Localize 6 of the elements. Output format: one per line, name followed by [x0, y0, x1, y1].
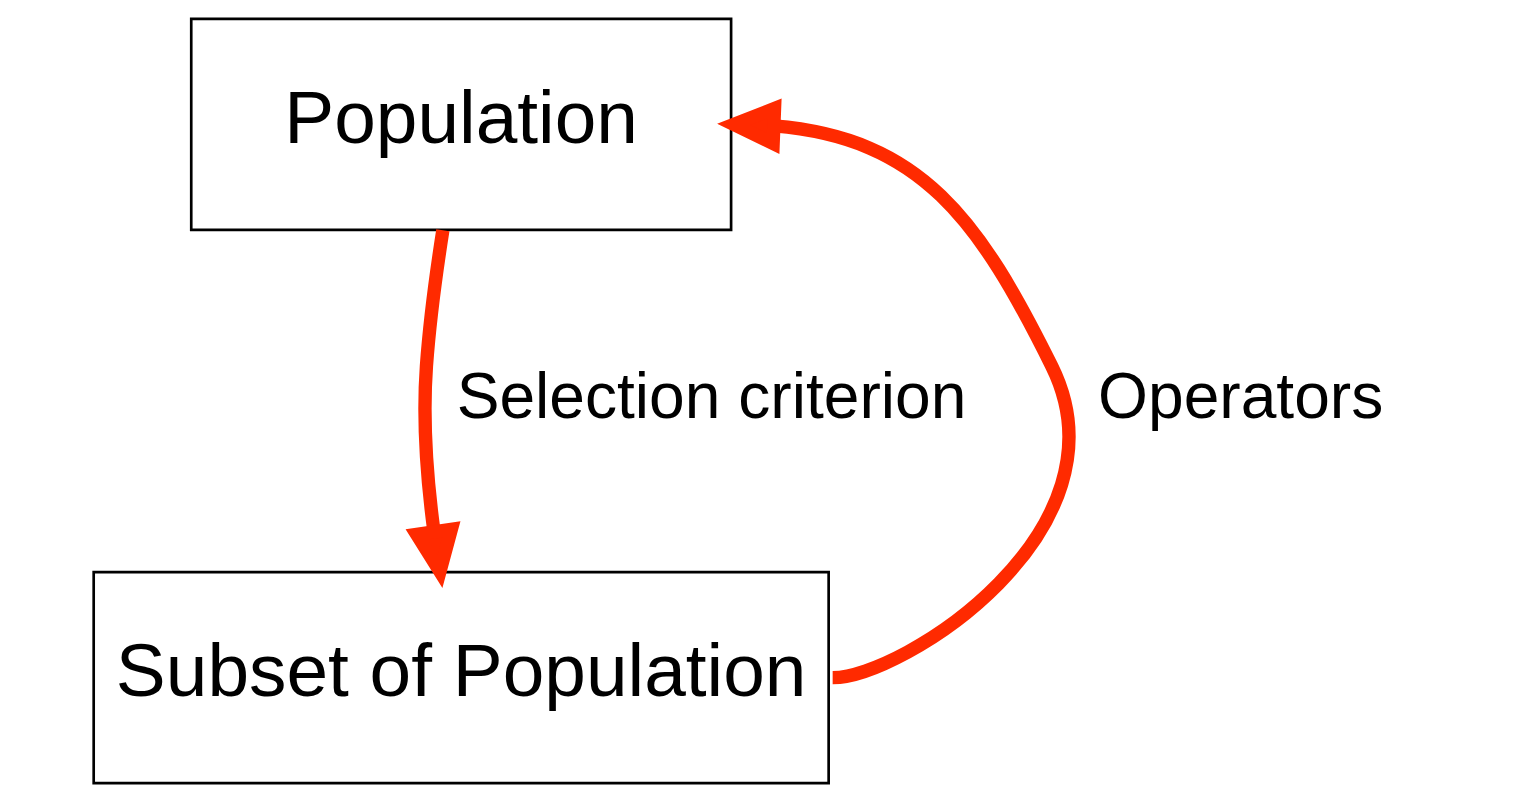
arrow — [716, 98, 1075, 685]
arrow — [405, 229, 460, 589]
node-box: Subset of Population — [91, 570, 830, 785]
edge-label: Selection criterion — [456, 359, 966, 432]
node-box: Population — [189, 17, 732, 232]
edge-label: Operators — [1097, 359, 1383, 432]
